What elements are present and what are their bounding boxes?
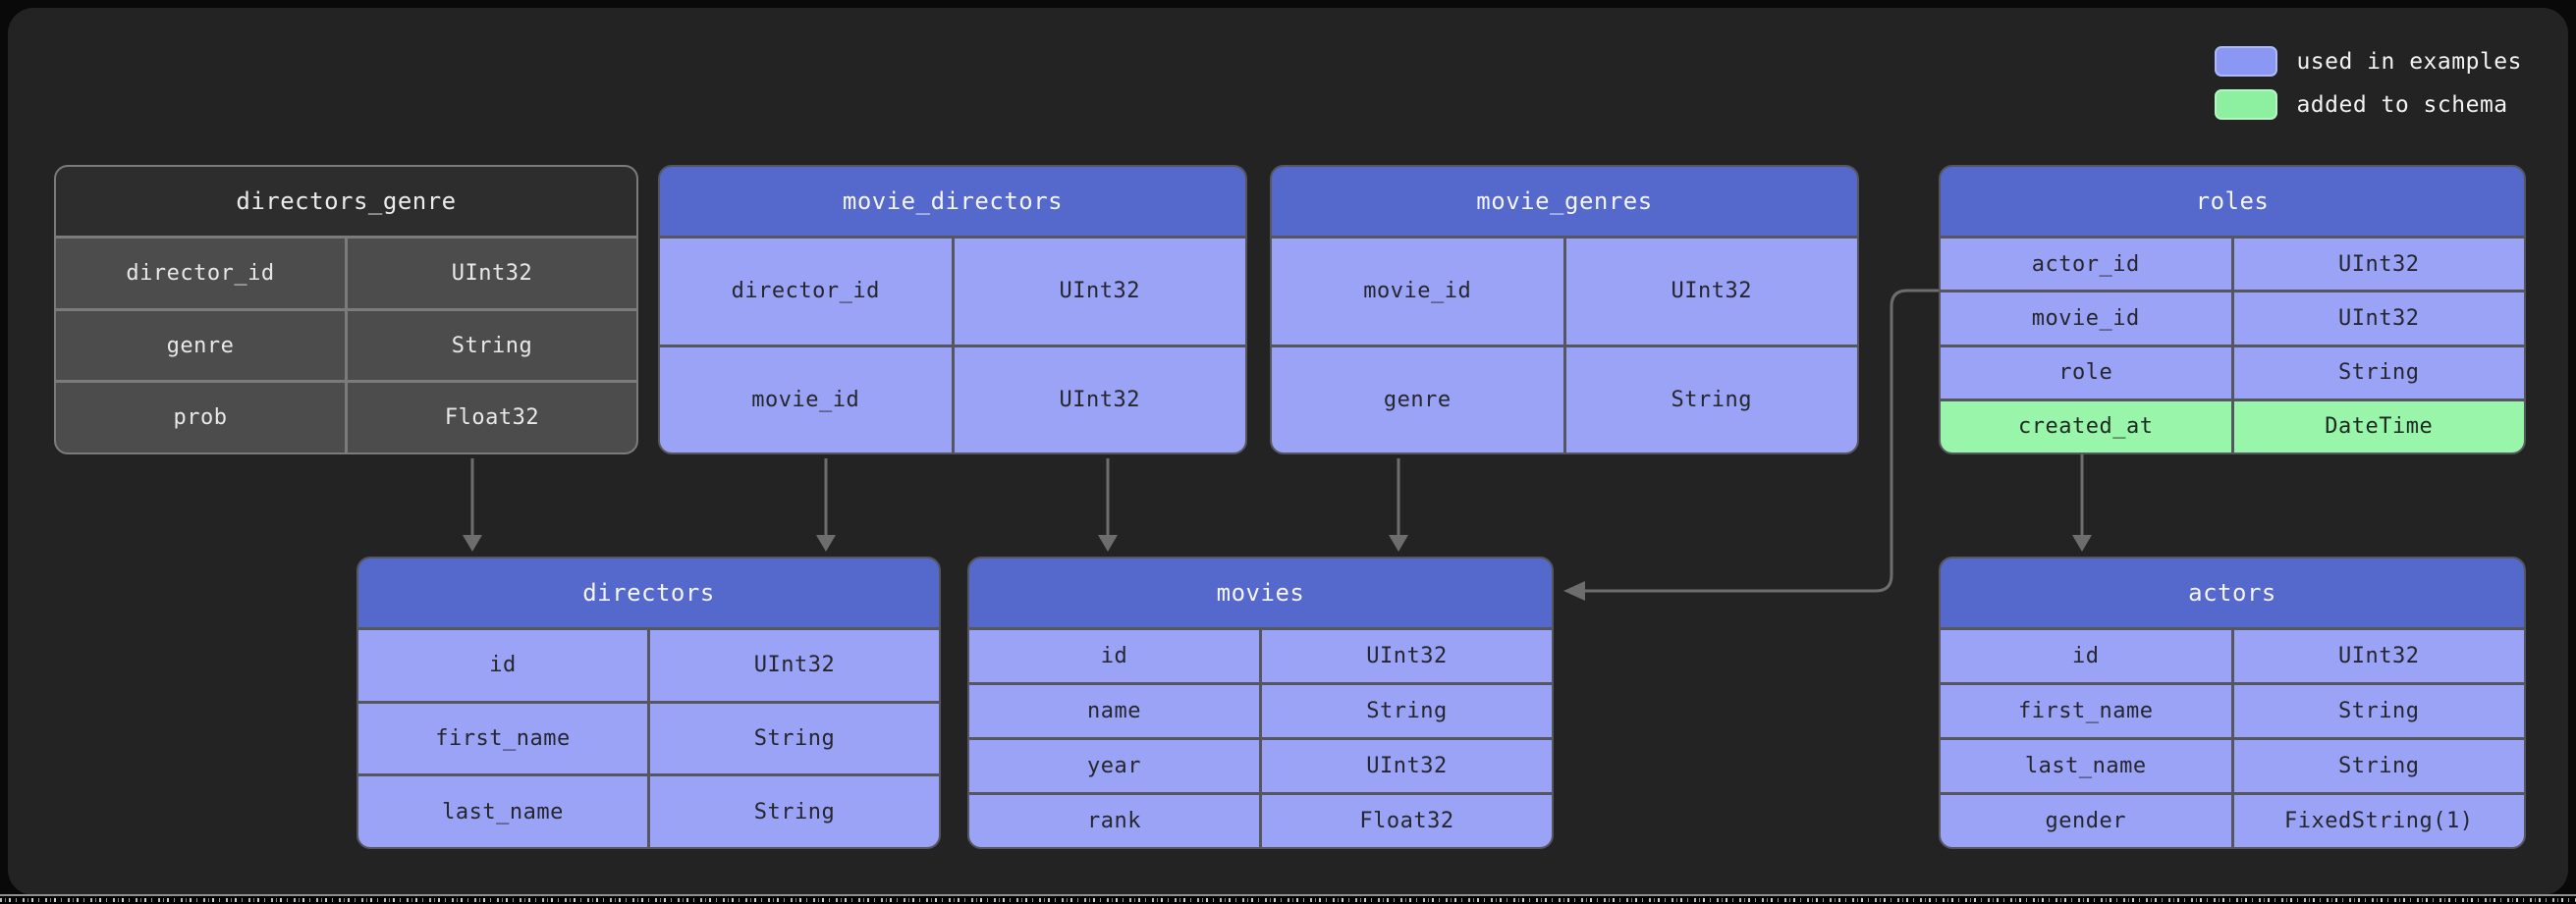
field-type-cell: String	[2230, 346, 2524, 399]
field-type-cell: Float32	[345, 383, 636, 452]
table-row: genre String	[56, 307, 636, 381]
field-name-cell: year	[969, 740, 1259, 792]
table-directors: directors id UInt32 first_name String la…	[356, 557, 941, 849]
table-row: movie_id UInt32	[1941, 290, 2524, 345]
field-type-cell: UInt32	[1259, 740, 1552, 792]
table-title: actors	[1941, 558, 2524, 627]
field-name-cell: actor_id	[1941, 239, 2231, 291]
field-type-cell: UInt32	[345, 239, 636, 308]
field-name-cell: first_name	[358, 703, 647, 774]
table-title: directors	[358, 558, 939, 627]
field-type-cell: Float32	[1259, 795, 1552, 847]
field-name-cell: created_at	[1941, 400, 2231, 452]
table-row: director_id UInt32	[56, 236, 636, 308]
field-name-cell: director_id	[56, 239, 345, 308]
field-type-cell: String	[1259, 685, 1552, 737]
field-type-cell: UInt32	[1562, 239, 1857, 345]
legend-item-used-in-examples: used in examples	[2215, 46, 2522, 77]
field-name-cell: id	[1941, 630, 2231, 682]
field-type-cell: String	[647, 703, 939, 774]
legend-swatch-added-to-schema	[2215, 89, 2278, 120]
legend-label: used in examples	[2296, 48, 2522, 75]
table-row: first_name String	[1941, 682, 2524, 737]
table-movies: movies id UInt32 name String year UInt32…	[967, 557, 1554, 849]
table-movie_directors: movie_directors director_id UInt32 movie…	[658, 165, 1247, 454]
table-title: movie_directors	[660, 167, 1245, 236]
field-type-cell: UInt32	[2230, 239, 2524, 291]
field-name-cell: name	[969, 685, 1259, 737]
table-row: id UInt32	[969, 627, 1552, 682]
field-type-cell: DateTime	[2230, 400, 2524, 452]
field-type-cell: UInt32	[2230, 292, 2524, 345]
table-row: first_name String	[358, 700, 939, 774]
field-name-cell: last_name	[1941, 740, 2231, 792]
table-title: roles	[1941, 167, 2524, 236]
field-name-cell: movie_id	[660, 346, 952, 452]
field-type-cell: UInt32	[951, 239, 1245, 345]
field-name-cell: genre	[1272, 346, 1563, 452]
field-name-cell: movie_id	[1941, 292, 2231, 345]
table-row: rank Float32	[969, 792, 1552, 847]
legend-item-added-to-schema: added to schema	[2215, 89, 2522, 120]
table-title: movies	[969, 558, 1552, 627]
field-type-cell: String	[647, 776, 939, 847]
table-directors_genre: directors_genre director_id UInt32 genre…	[54, 165, 638, 454]
table-row: genre String	[1272, 344, 1857, 452]
field-type-cell: UInt32	[951, 346, 1245, 452]
bottom-window-sliver	[0, 894, 2576, 904]
field-name-cell: genre	[56, 310, 345, 381]
field-type-cell: String	[2230, 685, 2524, 737]
table-row: name String	[969, 682, 1552, 737]
field-type-cell: FixedString(1)	[2230, 795, 2524, 847]
table-row: year UInt32	[969, 737, 1552, 792]
table-actors: actors id UInt32 first_name String last_…	[1939, 557, 2526, 849]
legend: used in examples added to schema	[2215, 46, 2522, 120]
table-title: directors_genre	[56, 167, 636, 236]
legend-label: added to schema	[2296, 91, 2508, 118]
field-name-cell: id	[358, 630, 647, 701]
table-row: last_name String	[1941, 737, 2524, 792]
field-name-cell: id	[969, 630, 1259, 682]
table-row: movie_id UInt32	[660, 344, 1245, 452]
table-row: role String	[1941, 344, 2524, 399]
table-title: movie_genres	[1272, 167, 1857, 236]
tiny-text-noise	[0, 898, 2576, 902]
table-row: id UInt32	[1941, 627, 2524, 682]
table-movie_genres: movie_genres movie_id UInt32 genre Strin…	[1270, 165, 1859, 454]
field-type-cell: UInt32	[1259, 630, 1552, 682]
field-name-cell: gender	[1941, 795, 2231, 847]
table-row: actor_id UInt32	[1941, 236, 2524, 291]
field-type-cell: UInt32	[2230, 630, 2524, 682]
table-row: id UInt32	[358, 627, 939, 701]
field-name-cell: first_name	[1941, 685, 2231, 737]
field-type-cell: UInt32	[647, 630, 939, 701]
legend-swatch-used-in-examples	[2215, 46, 2278, 77]
table-row: last_name String	[358, 773, 939, 847]
field-name-cell: movie_id	[1272, 239, 1563, 345]
field-name-cell: role	[1941, 346, 2231, 399]
field-type-cell: String	[345, 310, 636, 381]
table-row-added-to-schema: created_at DateTime	[1941, 398, 2524, 452]
table-row: movie_id UInt32	[1272, 236, 1857, 345]
field-name-cell: last_name	[358, 776, 647, 847]
field-name-cell: director_id	[660, 239, 952, 345]
field-type-cell: String	[2230, 740, 2524, 792]
table-roles: roles actor_id UInt32 movie_id UInt32 ro…	[1939, 165, 2526, 454]
field-name-cell: rank	[969, 795, 1259, 847]
field-type-cell: String	[1562, 346, 1857, 452]
table-row: gender FixedString(1)	[1941, 792, 2524, 847]
table-row: director_id UInt32	[660, 236, 1245, 345]
table-row: prob Float32	[56, 380, 636, 452]
field-name-cell: prob	[56, 383, 345, 452]
